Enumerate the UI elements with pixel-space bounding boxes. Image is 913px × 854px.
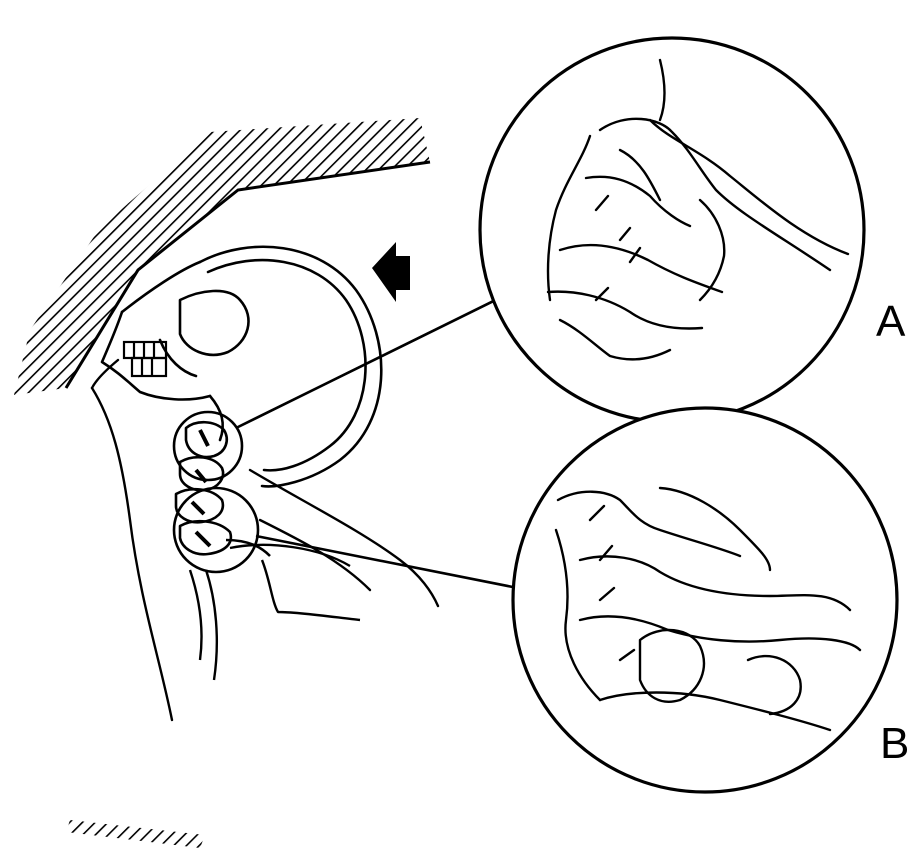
teeth — [124, 342, 166, 376]
shoulder-bones — [190, 545, 360, 680]
arrow-left-icon — [372, 242, 410, 302]
label-b: B — [880, 722, 909, 766]
detail-circle-b — [513, 408, 897, 792]
label-a: A — [876, 300, 905, 344]
detail-circle-a — [480, 38, 864, 422]
zoom-circle-lower — [174, 488, 258, 572]
hatched-fragment-bottom — [66, 820, 205, 848]
arrow-to-detail-b — [256, 536, 548, 594]
arrow-to-detail-a — [236, 284, 528, 428]
